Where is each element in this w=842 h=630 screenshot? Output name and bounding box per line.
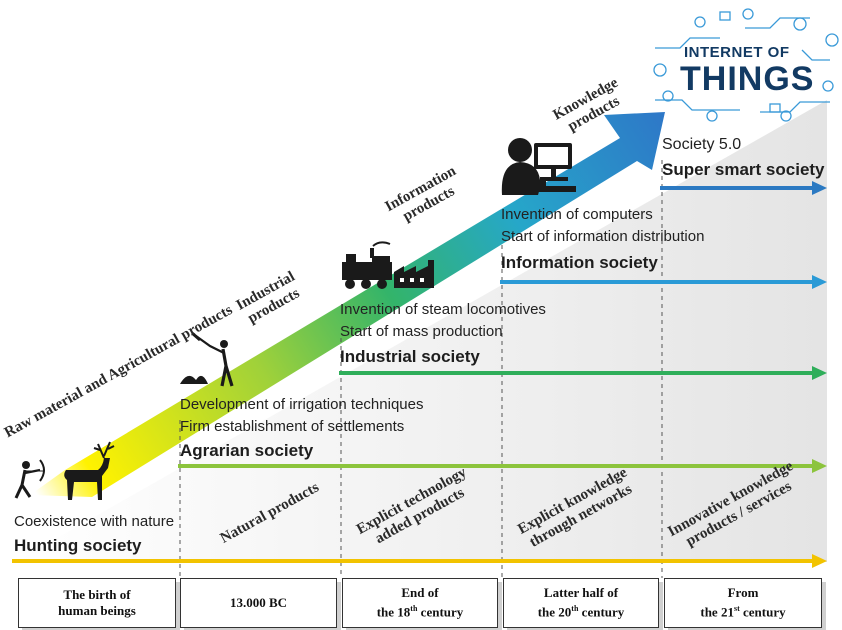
era-21st-line1: From bbox=[727, 585, 759, 601]
era-box-13000bc: 13.000 BC bbox=[180, 578, 337, 628]
industrial-description-1: Invention of steam locomotives bbox=[340, 301, 546, 318]
farmer-icon bbox=[180, 331, 234, 387]
progress-arrow bbox=[30, 112, 665, 497]
era-18th-line1: End of bbox=[401, 585, 439, 601]
agrarian-description-2: Firm establishment of settlements bbox=[180, 418, 405, 435]
era-box-18th-century: End of the 18th century bbox=[342, 578, 498, 628]
era-birth-line1: The birth of bbox=[63, 587, 131, 602]
background-wedge bbox=[15, 100, 827, 562]
industrial-description-2: Start of mass production bbox=[340, 323, 503, 340]
society-5-label: Society 5.0 bbox=[662, 136, 742, 153]
information-description-1: Invention of computers bbox=[501, 206, 653, 223]
person-computer-icon bbox=[501, 138, 576, 195]
iot-circuit-decoration bbox=[653, 8, 839, 122]
industrial-arrow bbox=[339, 366, 827, 380]
era-18th-line2: the 18th century bbox=[376, 604, 464, 620]
deer-icon bbox=[64, 441, 115, 500]
era-20th-line2: the 20th century bbox=[537, 604, 625, 620]
archer-icon bbox=[14, 459, 45, 499]
iot-logo-line2: THINGS bbox=[680, 60, 815, 98]
agrarian-description-1: Development of irrigation techniques bbox=[180, 396, 424, 413]
super-smart-arrow bbox=[660, 181, 827, 195]
hunting-arrow bbox=[12, 554, 827, 568]
era-birth-line2: human beings bbox=[58, 603, 136, 618]
agrarian-arrow bbox=[178, 459, 827, 473]
information-arrow bbox=[500, 275, 827, 289]
industrial-society-title: Industrial society bbox=[340, 347, 480, 366]
hunting-society-title: Hunting society bbox=[14, 536, 142, 555]
super-smart-society-title: Super smart society bbox=[662, 160, 825, 179]
era-20th-line1: Latter half of bbox=[543, 585, 619, 601]
iot-logo-line1: INTERNET OF bbox=[684, 44, 790, 61]
era-box-20th-century: Latter half of the 20th century bbox=[503, 578, 659, 628]
hunting-description: Coexistence with nature bbox=[14, 513, 175, 530]
era-13000bc-line1: 13.000 BC bbox=[229, 595, 288, 610]
information-society-title: Information society bbox=[501, 253, 658, 272]
locomotive-factory-icon bbox=[342, 241, 434, 289]
information-description-2: Start of information distribution bbox=[501, 228, 705, 245]
era-21st-line2: the 21st century bbox=[700, 604, 786, 620]
iot-logo: INTERNET OF THINGS bbox=[650, 12, 830, 122]
agrarian-society-title: Agrarian society bbox=[180, 441, 314, 460]
era-box-21st-century: From the 21st century bbox=[664, 578, 822, 628]
era-box-birth: The birth of human beings bbox=[18, 578, 176, 628]
